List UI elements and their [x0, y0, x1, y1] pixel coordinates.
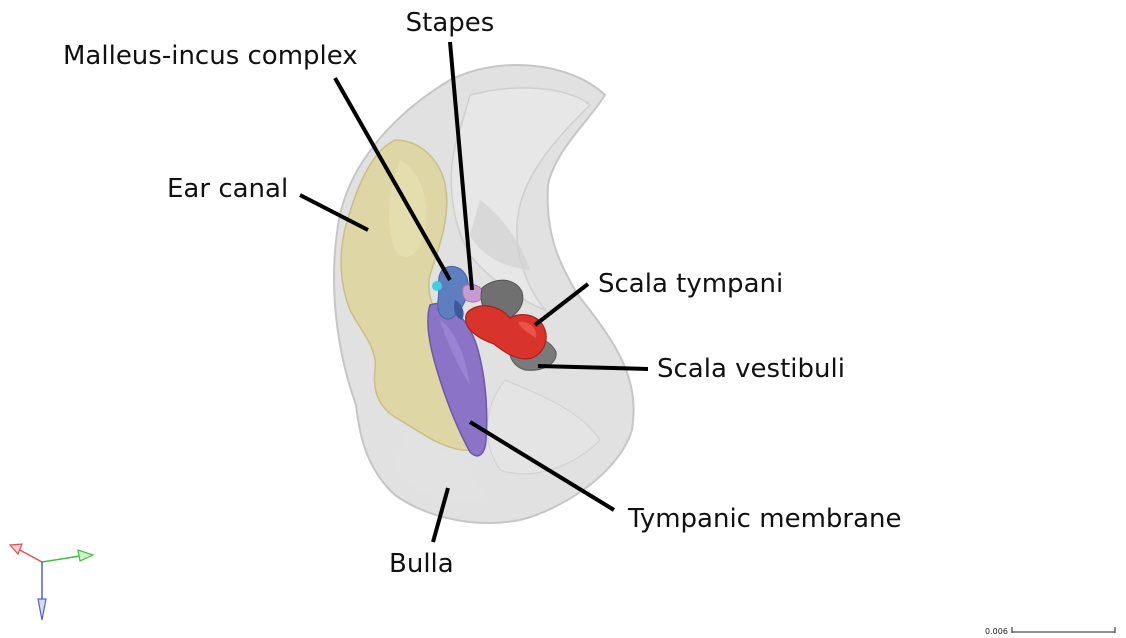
- scala-tympani-label: Scala tympani: [598, 269, 783, 299]
- ear-canal-label: Ear canal: [167, 174, 288, 204]
- stapes-label: Stapes: [406, 8, 495, 38]
- x-axis-arrow-icon: [10, 544, 42, 562]
- malleus-incus-label: Malleus-incus complex: [63, 41, 358, 71]
- axis-triad: [10, 544, 93, 620]
- y-axis-arrow-icon: [42, 550, 93, 562]
- scale-bar: 0.006: [985, 627, 1115, 636]
- z-axis-arrow-icon: [38, 562, 46, 620]
- bulla-label: Bulla: [389, 549, 454, 579]
- tympanic-membrane-label: Tympanic membrane: [627, 504, 902, 534]
- scale-bar-value: 0.006: [985, 627, 1008, 636]
- scala-vestibuli-label: Scala vestibuli: [657, 354, 845, 384]
